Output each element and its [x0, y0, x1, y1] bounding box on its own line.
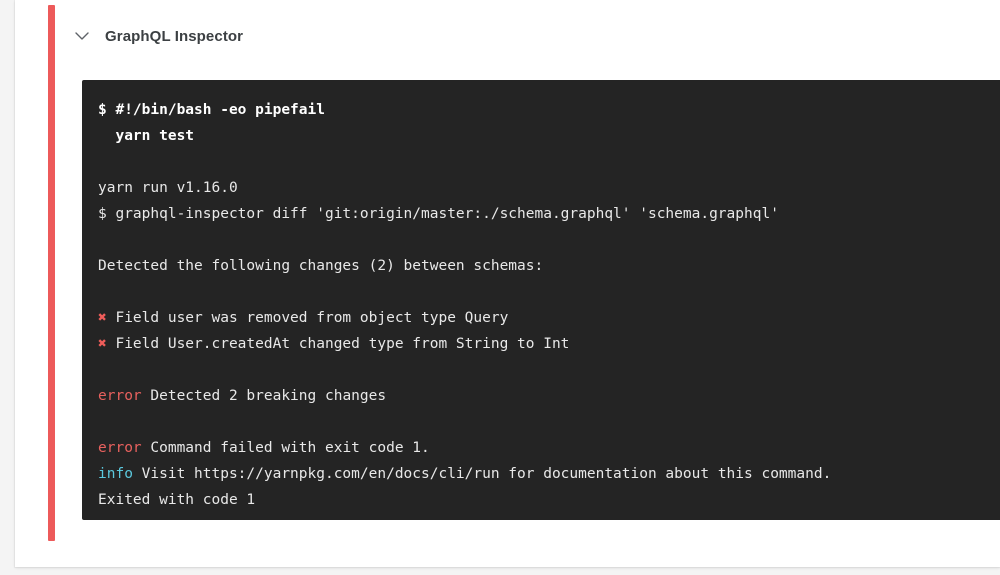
terminal-line: $ #!/bin/bash -eo pipefail — [98, 102, 325, 118]
log-level-info: info — [98, 466, 133, 482]
terminal-line-text: Command failed with exit code 1. — [141, 440, 430, 456]
terminal-line-text: Visit https://yarnpkg.com/en/docs/cli/ru… — [132, 466, 832, 482]
terminal-line — [98, 279, 1000, 305]
terminal-output-panel[interactable]: $ #!/bin/bash -eo pipefail yarn test yar… — [82, 80, 1000, 520]
step-status-bar — [48, 5, 55, 541]
terminal-line: info Visit https://yarnpkg.com/en/docs/c… — [98, 461, 1000, 487]
terminal-line: yarn test — [98, 128, 195, 144]
build-step-card: GraphQL Inspector $ #!/bin/bash -eo pipe… — [15, 0, 1000, 567]
log-level-error: error — [98, 388, 142, 404]
terminal-line — [98, 149, 1000, 175]
terminal-line: ✖ Field User.createdAt changed type from… — [98, 331, 1000, 357]
terminal-line: ✖ Field user was removed from object typ… — [98, 305, 1000, 331]
breaking-change-cross-icon: ✖ — [98, 336, 107, 352]
chevron-down-icon[interactable] — [71, 25, 93, 47]
terminal-log-lines: $ #!/bin/bash -eo pipefail yarn test yar… — [82, 80, 1000, 520]
terminal-line: Detected the following changes (2) betwe… — [98, 258, 544, 274]
terminal-line — [98, 357, 1000, 383]
terminal-line-text: Detected 2 breaking changes — [141, 388, 387, 404]
terminal-line: error Detected 2 breaking changes — [98, 383, 1000, 409]
terminal-line: $ graphql-inspector diff 'git:origin/mas… — [98, 206, 779, 222]
terminal-line — [98, 409, 1000, 435]
terminal-line: Exited with code 1 — [98, 492, 256, 508]
terminal-line: yarn run v1.16.0 — [98, 180, 238, 196]
terminal-line: error Command failed with exit code 1. — [98, 435, 1000, 461]
step-header-toggle[interactable]: GraphQL Inspector — [71, 18, 243, 54]
terminal-line-text: Field User.createdAt changed type from S… — [106, 336, 570, 352]
log-level-error: error — [98, 440, 142, 456]
step-title: GraphQL Inspector — [105, 27, 244, 45]
terminal-line-text: Field user was removed from object type … — [106, 310, 509, 326]
breaking-change-cross-icon: ✖ — [98, 310, 107, 326]
terminal-line — [98, 227, 1000, 253]
